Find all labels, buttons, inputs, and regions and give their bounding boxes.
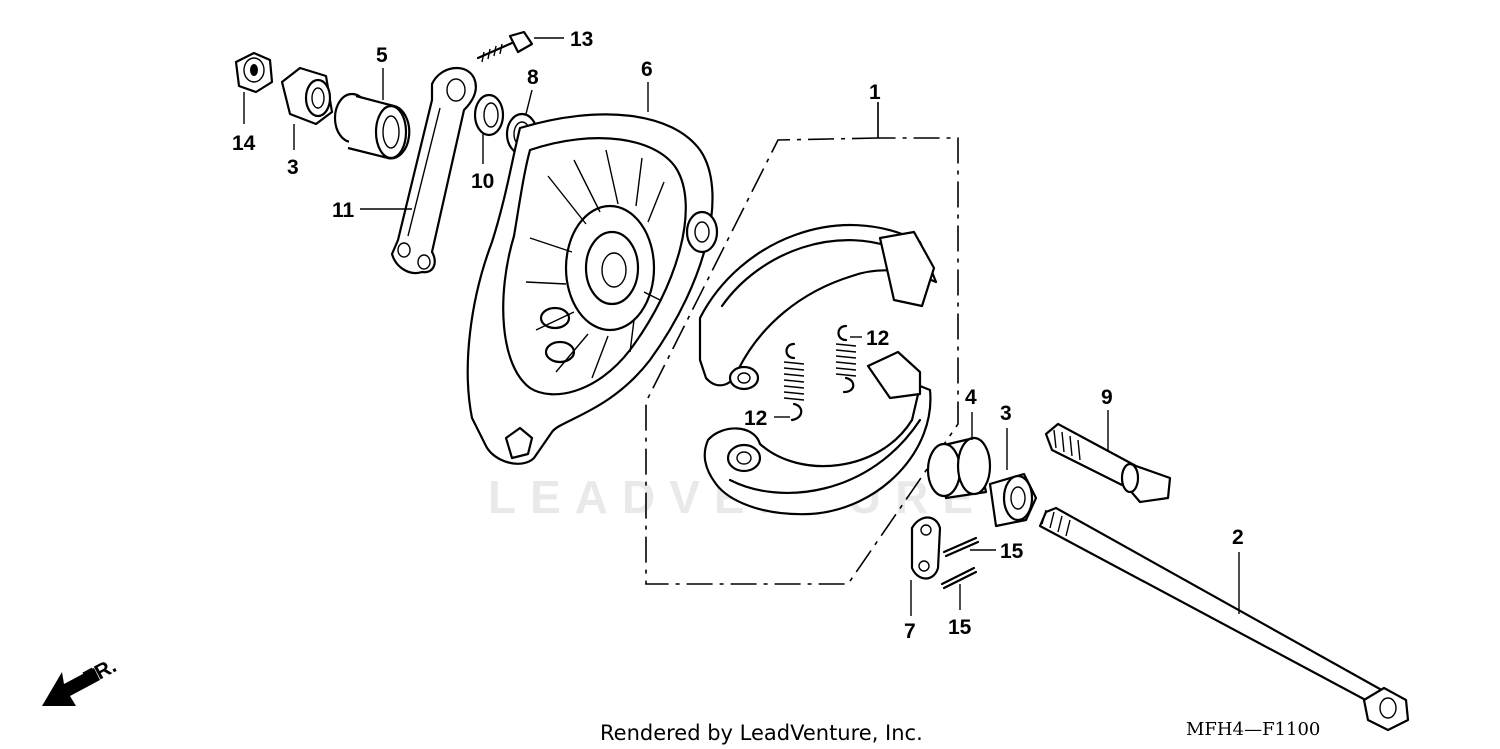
callout-3-lower: 3 xyxy=(1000,402,1012,425)
callout-11: 11 xyxy=(332,199,355,222)
callout-10: 10 xyxy=(471,170,494,193)
callout-7: 7 xyxy=(904,620,916,643)
part-6-brake-panel[interactable] xyxy=(466,113,719,465)
part-3-collar-lower[interactable] xyxy=(988,472,1038,528)
front-direction-arrow: FR. xyxy=(42,654,120,706)
callout-2: 2 xyxy=(1232,526,1244,549)
callout-4: 4 xyxy=(965,386,977,409)
leader-lines xyxy=(243,37,1240,616)
part-5-bushing[interactable] xyxy=(333,92,411,160)
callout-13: 13 xyxy=(570,28,593,51)
part-1-brake-shoe-lower[interactable] xyxy=(703,350,932,516)
part-12-spring-left[interactable] xyxy=(783,342,805,422)
part-4-bushing[interactable] xyxy=(926,436,992,500)
diagram-code: MFH4—F1100 xyxy=(1186,719,1320,740)
callout-12-right: 12 xyxy=(866,327,889,350)
callout-1: 1 xyxy=(869,81,881,104)
part-11-brake-arm[interactable] xyxy=(390,67,477,275)
part-10-washer[interactable] xyxy=(473,93,505,137)
part-13-bolt[interactable] xyxy=(476,30,534,63)
credit-text: Rendered by LeadVenture, Inc. xyxy=(600,721,923,745)
callout-numbers: 1 2 3 3 4 5 6 7 8 9 10 11 12 12 13 14 15… xyxy=(232,28,1244,643)
callout-12-left: 12 xyxy=(744,407,767,430)
callout-6: 6 xyxy=(641,58,653,81)
part-12-spring-right[interactable] xyxy=(835,324,857,394)
callout-8: 8 xyxy=(527,66,539,89)
part-2-axle-bolt[interactable] xyxy=(1038,506,1410,732)
part-3-collar-upper[interactable] xyxy=(280,66,334,126)
callout-9: 9 xyxy=(1101,386,1113,409)
arrow-icon xyxy=(42,668,100,706)
part-1-brake-shoe-upper[interactable] xyxy=(698,224,938,391)
part-15-cotter-pin-upper[interactable] xyxy=(942,536,980,558)
callout-5: 5 xyxy=(376,44,388,67)
part-15-cotter-pin-lower[interactable] xyxy=(940,566,978,590)
callout-14: 14 xyxy=(232,132,256,155)
part-14-nut[interactable] xyxy=(234,51,274,94)
part-7-plate[interactable] xyxy=(910,516,942,580)
part-9-pivot-shaft[interactable] xyxy=(1044,422,1172,504)
callout-15-lower: 15 xyxy=(948,616,972,639)
callout-3-upper: 3 xyxy=(287,156,299,179)
callout-15-upper: 15 xyxy=(1000,540,1024,563)
